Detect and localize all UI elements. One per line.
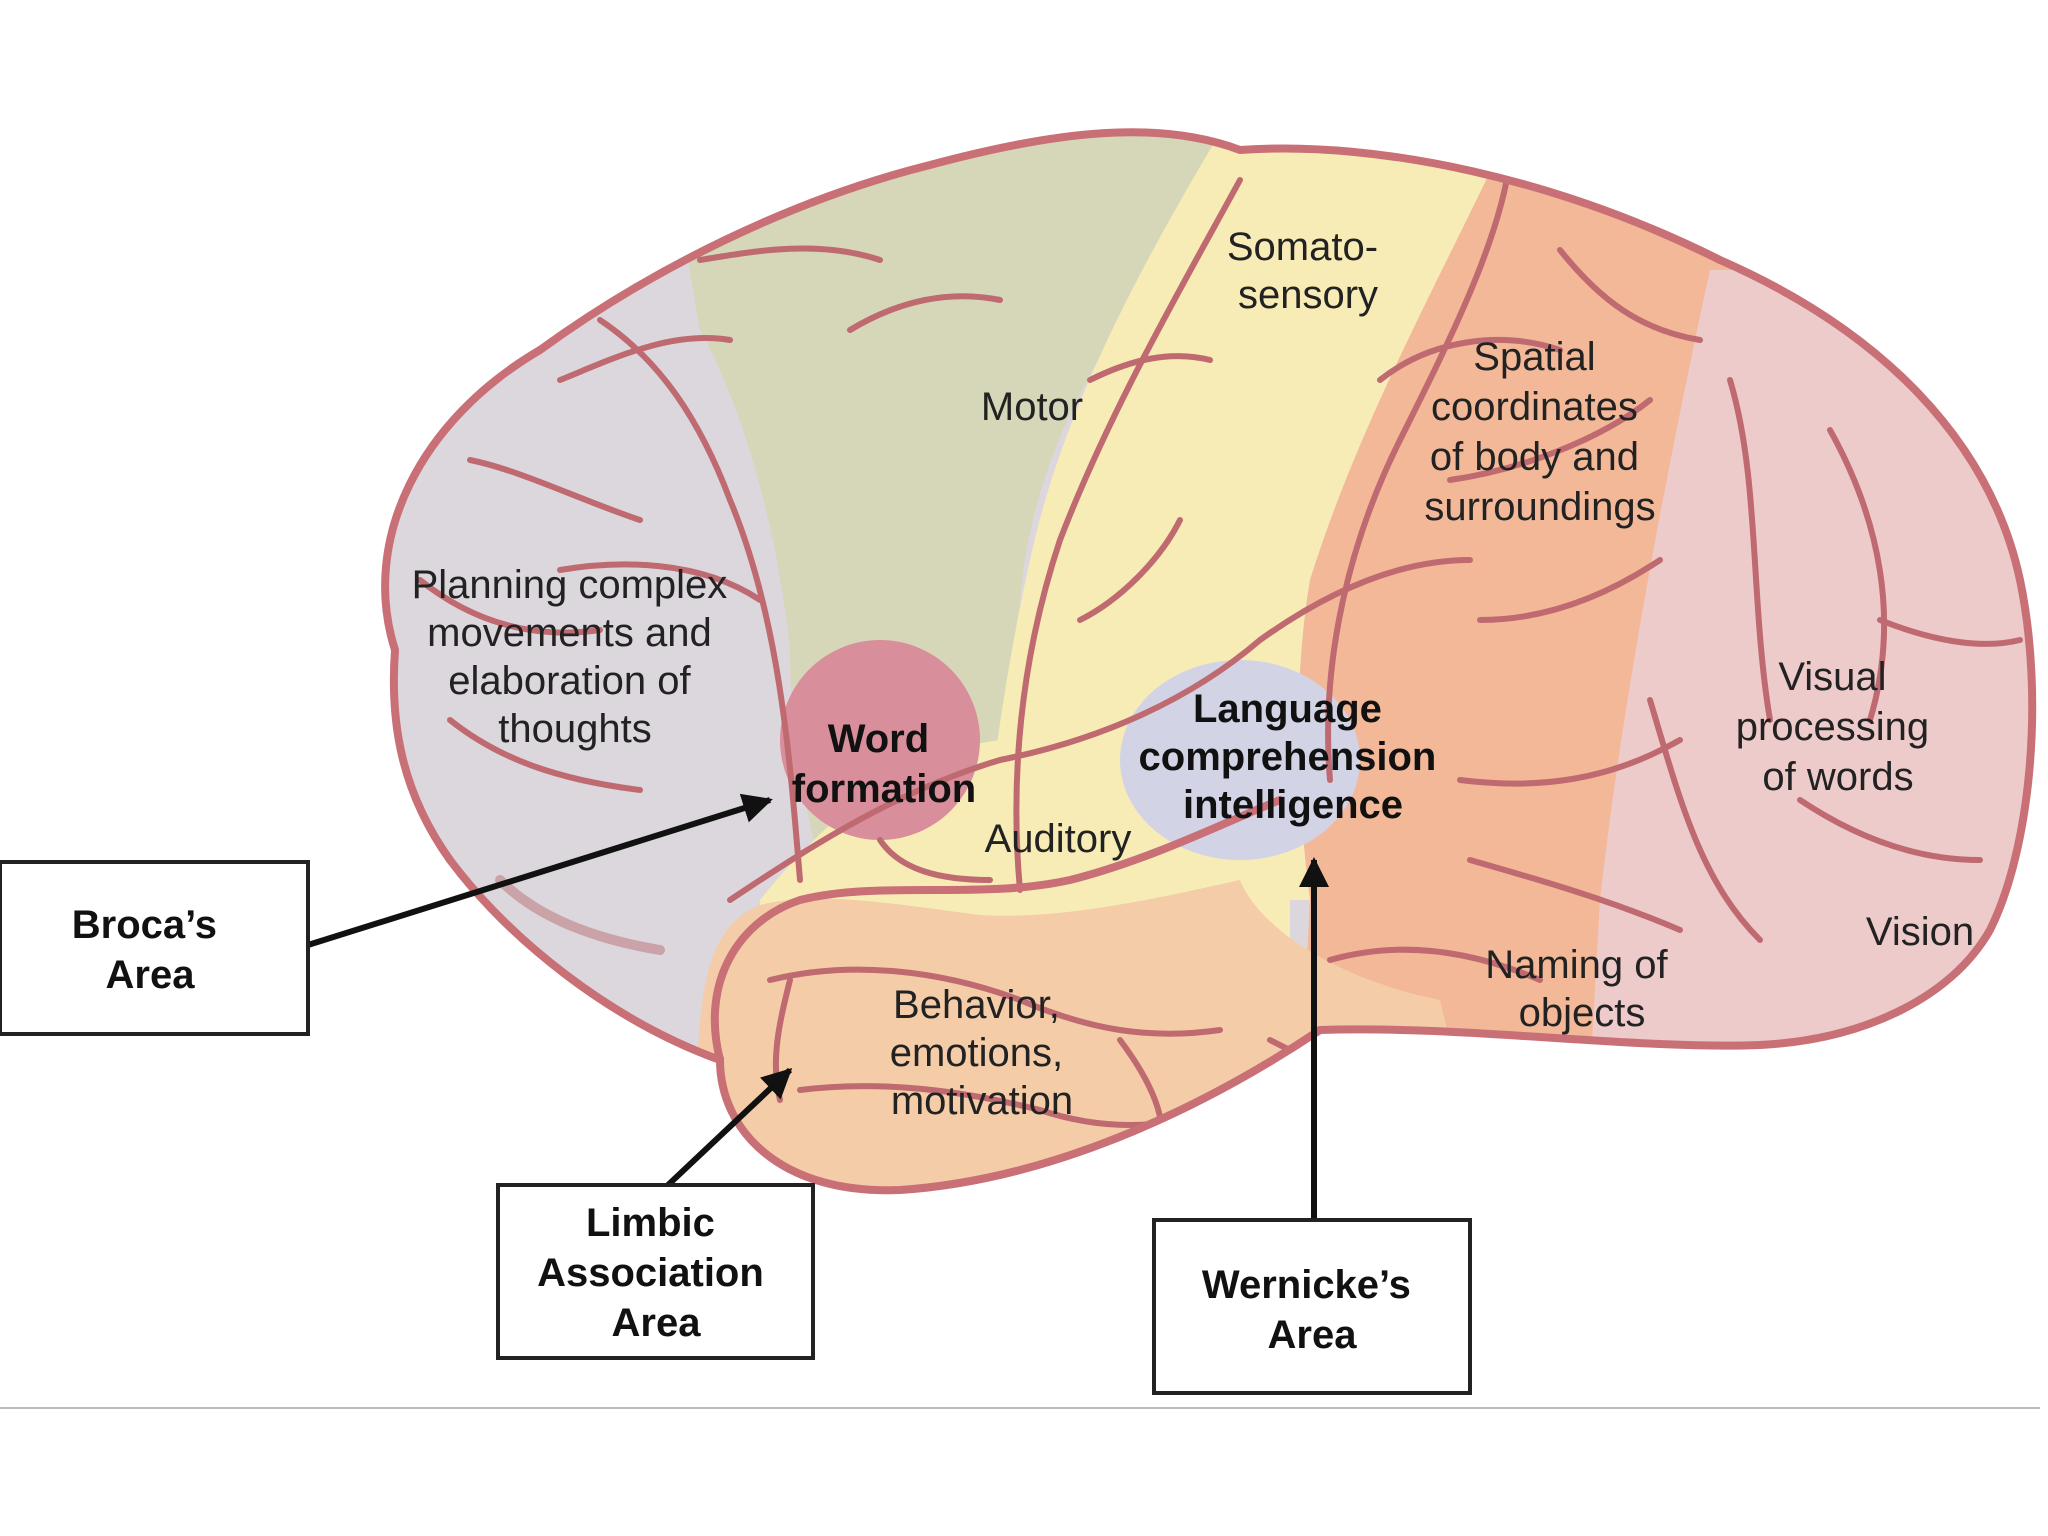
broca-callout-label: Broca’s Area bbox=[72, 903, 228, 997]
parietal-region bbox=[1298, 132, 1800, 1100]
label-naming: Naming of objects bbox=[1485, 943, 1678, 1035]
label-visual-words: Visual processing of words bbox=[1736, 655, 1941, 799]
label-word-formation: Word formation bbox=[792, 717, 976, 811]
label-behavior: Behavior, emotions, motivation bbox=[890, 983, 1075, 1123]
broca-region bbox=[780, 640, 980, 840]
broca-callout-box bbox=[0, 860, 310, 1036]
label-spatial: Spatial coordinates of body and surround… bbox=[1424, 335, 1655, 529]
limbic-callout-box bbox=[496, 1183, 815, 1360]
lateral-sulcus bbox=[710, 796, 1284, 1064]
label-planning: Planning complex movements and elaborati… bbox=[412, 563, 739, 751]
label-language: Language comprehension intelligence bbox=[1139, 687, 1448, 827]
label-motor: Motor bbox=[981, 385, 1083, 429]
wernicke-callout-box bbox=[1152, 1218, 1472, 1395]
wernicke-region bbox=[1120, 660, 1360, 860]
broca-callout: Broca’s Area bbox=[0, 860, 310, 1036]
broca-arrow bbox=[307, 793, 773, 948]
wernicke-callout-label: Wernicke’s Area bbox=[1202, 1263, 1422, 1357]
brain-outline bbox=[381, 128, 2037, 1195]
label-somatosensory: Somato- sensory bbox=[1227, 225, 1389, 317]
sulci-lines bbox=[417, 157, 2023, 1163]
limbic-callout: Limbic Association Area bbox=[496, 1183, 815, 1360]
limbic-callout-label: Limbic Association Area bbox=[537, 1201, 775, 1345]
wernicke-callout: Wernicke’s Area bbox=[1152, 1218, 1472, 1395]
label-vision: Vision bbox=[1866, 910, 1974, 954]
label-auditory: Auditory bbox=[985, 817, 1132, 861]
limbic-arrow bbox=[665, 1067, 793, 1188]
somatosensory-region bbox=[980, 132, 1510, 900]
frontal-pole-shade bbox=[495, 875, 665, 955]
